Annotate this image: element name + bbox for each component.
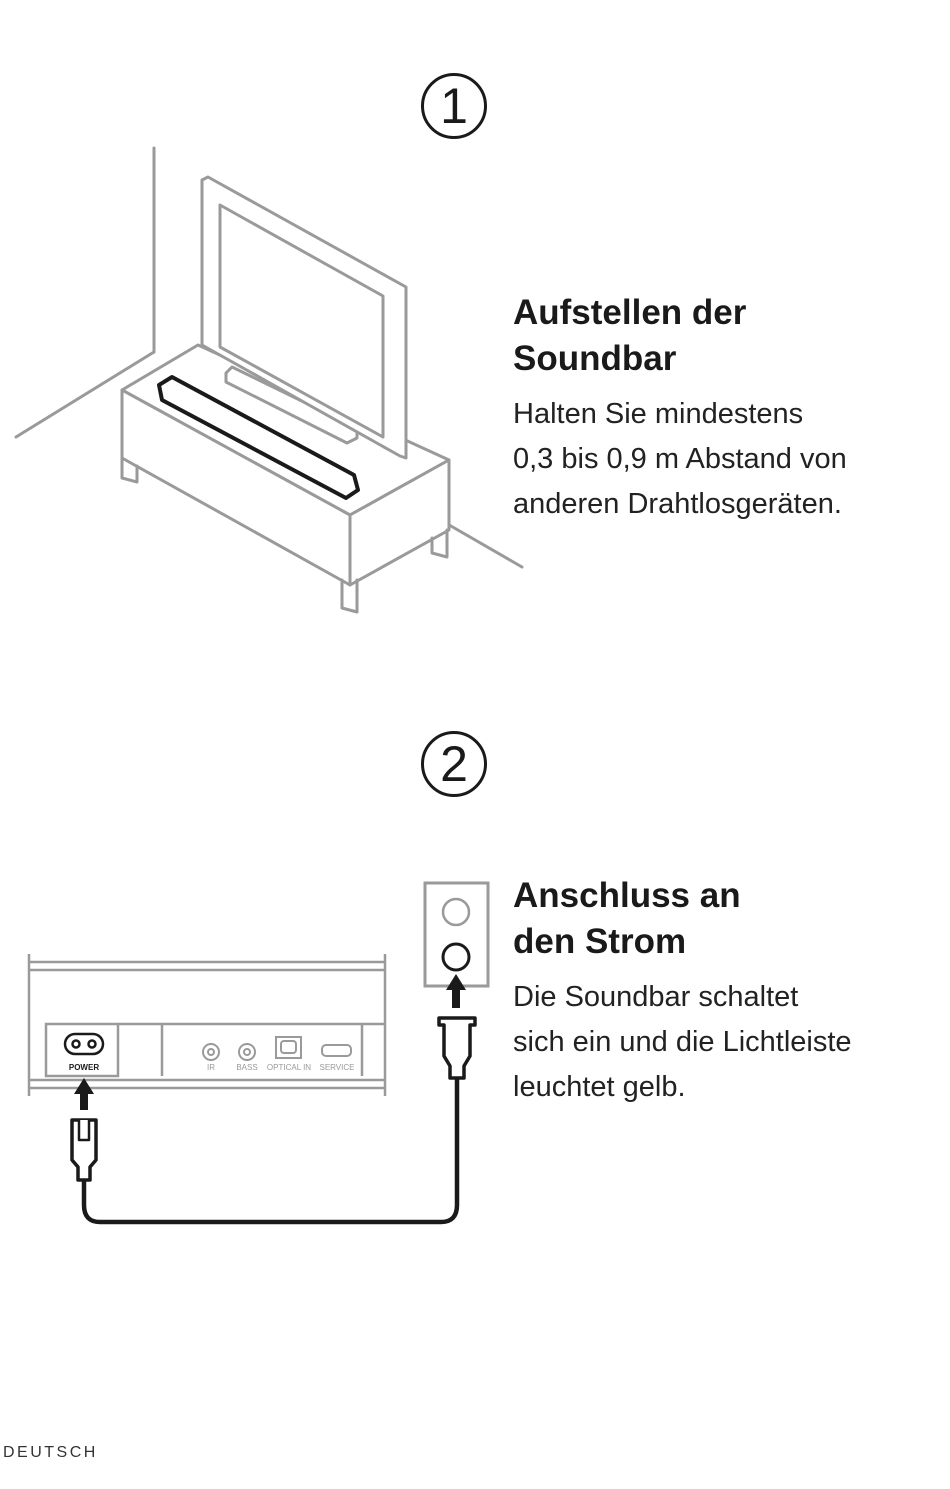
wall-plug-icon: [437, 1016, 477, 1080]
step-number-1: 1: [421, 73, 487, 139]
bass-port-label: BASS: [236, 1063, 257, 1072]
step-2-title: Anschluss an den Strom: [513, 876, 741, 961]
ir-port-icon: [202, 1043, 220, 1061]
optical-port-icon: [275, 1036, 302, 1059]
tv-soundbar-illustration: [14, 146, 524, 614]
wall-outlet-icon: [423, 881, 490, 988]
bass-port-icon: [238, 1043, 256, 1061]
device-plug-icon: [70, 1118, 98, 1182]
step-1-description: Halten Sie mindestens 0,3 bis 0,9 m Abst…: [513, 398, 847, 520]
ir-port-label: IR: [207, 1063, 215, 1072]
service-port-icon: [321, 1044, 352, 1057]
step-number-2: 2: [421, 731, 487, 797]
arrow-up-icon: [446, 974, 466, 1008]
power-port-label: POWER: [69, 1063, 99, 1072]
optical-port-label: OPTICAL IN: [267, 1063, 311, 1072]
power-cable: [81, 1078, 460, 1225]
language-footer: DEUTSCH: [3, 1444, 98, 1461]
step-2-description: Die Soundbar schaltet sich ein und die L…: [513, 981, 852, 1103]
step-number-2-label: 2: [440, 736, 468, 792]
step-number-1-label: 1: [440, 78, 468, 134]
power-connection-illustration: POWER IR BASS OPTICAL IN SERVICE: [27, 881, 490, 1225]
power-port-icon: [63, 1032, 105, 1056]
service-port-label: SERVICE: [320, 1063, 355, 1072]
arrow-up-icon: [74, 1078, 94, 1110]
step-1-title: Aufstellen der Soundbar: [513, 293, 747, 378]
